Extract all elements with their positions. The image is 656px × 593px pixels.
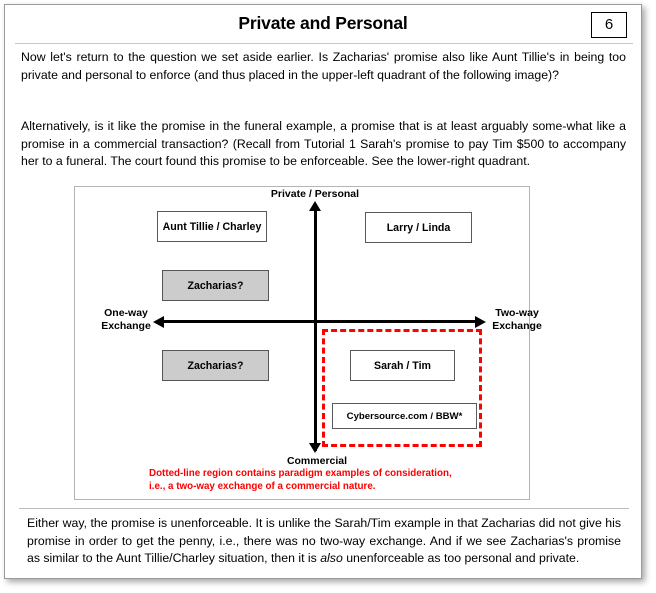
- axis-left-arrow-icon: [153, 316, 164, 328]
- axis-label-two-way-line1: Two-way: [495, 307, 539, 319]
- paragraph-intro: Now let's return to the question we set …: [21, 50, 626, 82]
- slide-page: Private and Personal 6 Now let's return …: [4, 4, 642, 579]
- axis-up-arrow-icon: [309, 201, 321, 211]
- diagram-caption-note: Dotted-line region contains paradigm exa…: [149, 468, 452, 492]
- axis-label-one-way-exchange: One-way Exchange: [93, 307, 159, 332]
- paragraph-conclusion-part1: Either way, the promise is unenforceable…: [27, 516, 621, 566]
- axis-down-arrow-icon: [309, 443, 321, 453]
- diagram-box-zacharias-upper: Zacharias?: [162, 270, 269, 301]
- vertical-axis: [314, 209, 317, 451]
- paragraph-alternative: Alternatively, is it like the promise in…: [21, 119, 626, 169]
- quadrant-diagram: Private / Personal Commercial One-way Ex…: [74, 186, 542, 500]
- axis-label-private-personal: Private / Personal: [270, 188, 360, 200]
- page-number-badge: 6: [591, 12, 627, 38]
- axis-label-two-way-exchange: Two-way Exchange: [484, 307, 550, 332]
- diagram-box-larry-linda: Larry / Linda: [365, 212, 472, 243]
- paragraph-conclusion: Either way, the promise is unenforceable…: [27, 515, 621, 568]
- horizontal-axis: [163, 320, 481, 323]
- axis-label-one-way-line1: One-way: [104, 307, 148, 319]
- diagram-box-sarah-tim: Sarah / Tim: [350, 350, 455, 381]
- dashed-consideration-region: [322, 329, 482, 447]
- axis-right-arrow-icon: [475, 316, 486, 328]
- axis-label-one-way-line2: Exchange: [101, 319, 151, 332]
- header-divider: [15, 43, 633, 44]
- paragraph-conclusion-part2: unenforceable as too personal and privat…: [342, 551, 580, 566]
- axis-label-two-way-line2: Exchange: [492, 319, 542, 332]
- diagram-box-aunt-tillie-charley: Aunt Tillie / Charley: [157, 211, 267, 242]
- diagram-canvas: Private / Personal Commercial One-way Ex…: [75, 187, 542, 499]
- slide-header: Private and Personal 6: [5, 5, 641, 43]
- page-title: Private and Personal: [238, 13, 408, 33]
- conclusion-panel: Either way, the promise is unenforceable…: [19, 508, 629, 576]
- axis-label-commercial: Commercial: [286, 455, 348, 467]
- diagram-box-cybersource-bbw: Cybersource.com / BBW*: [332, 403, 477, 429]
- paragraph-conclusion-emphasis: also: [320, 551, 343, 566]
- diagram-box-zacharias-lower: Zacharias?: [162, 350, 269, 381]
